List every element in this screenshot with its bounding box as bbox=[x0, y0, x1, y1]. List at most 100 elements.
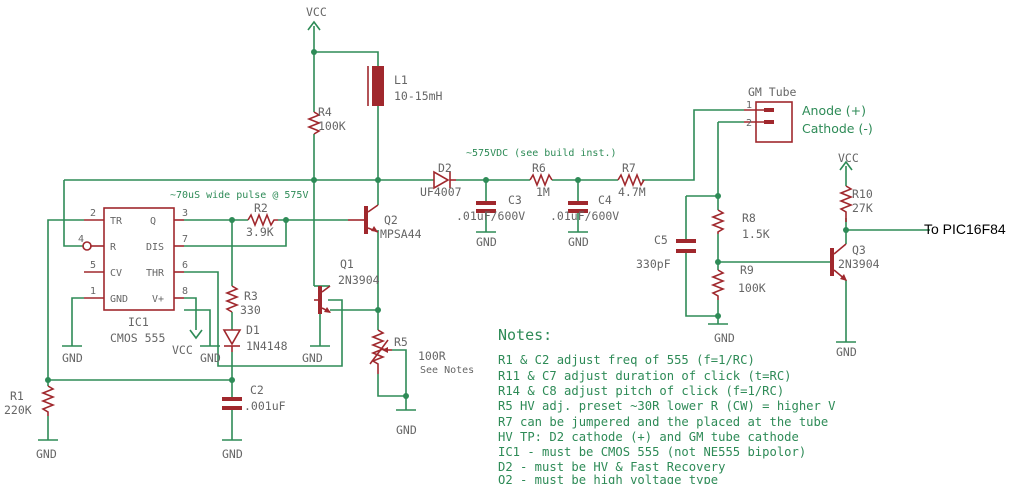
q2-ref: Q2 bbox=[384, 213, 398, 227]
r6-resistor bbox=[529, 172, 553, 188]
r7-value: 4.7M bbox=[618, 185, 646, 199]
r4-ref: R4 bbox=[318, 105, 332, 119]
ic1-pin3-num: 3 bbox=[182, 208, 188, 219]
r3-resistor bbox=[224, 285, 240, 313]
ic1-pin1-num: 1 bbox=[90, 286, 96, 297]
gnd-label-r1: GND bbox=[36, 447, 57, 461]
gm-tube-connector bbox=[744, 101, 793, 143]
q1-value: 2N3904 bbox=[338, 273, 380, 287]
r1-value: 220K bbox=[4, 403, 32, 417]
r8-resistor bbox=[710, 209, 726, 234]
note-line: Q2 - must be high voltage type bbox=[498, 473, 718, 484]
r9-value: 100K bbox=[738, 281, 766, 295]
vcc-ic-label: VCC bbox=[172, 343, 193, 357]
r10-value: 27K bbox=[852, 201, 873, 215]
gnd-label-r5: GND bbox=[396, 423, 417, 437]
note-line: R5 HV adj. preset ~30R lower R (CW) = hi… bbox=[498, 399, 836, 413]
r9-resistor bbox=[710, 269, 726, 300]
ic1-pin4-num: 4 bbox=[78, 234, 84, 245]
c5-capacitor bbox=[676, 239, 696, 253]
r6-value: 1M bbox=[536, 185, 550, 199]
wires bbox=[47, 26, 930, 440]
r7-ref: R7 bbox=[622, 161, 636, 175]
vcc-top-label: VCC bbox=[306, 5, 327, 19]
vcc-arrow-icon bbox=[307, 20, 321, 31]
gnd-label-c2: GND bbox=[222, 447, 243, 461]
c3-ref: C3 bbox=[508, 193, 522, 207]
gnd-label-c4: GND bbox=[568, 235, 589, 249]
c3-value: .01uF/600V bbox=[456, 209, 525, 223]
r9-ref: R9 bbox=[740, 263, 754, 277]
l1-value: 10-15mH bbox=[394, 89, 443, 103]
notes-title: Notes: bbox=[498, 326, 552, 344]
q3-transistor bbox=[830, 243, 847, 281]
r1-resistor bbox=[40, 385, 56, 416]
gm-pin2: 2 bbox=[746, 118, 752, 129]
ic1-pin-tr: TR bbox=[110, 216, 123, 227]
junctions bbox=[45, 49, 849, 399]
r1-ref: R1 bbox=[10, 389, 24, 403]
pulse-annotation: ~70uS wide pulse @ 575V bbox=[170, 190, 308, 201]
vcc-down-arrow-icon bbox=[189, 329, 203, 340]
d2-value: UF4007 bbox=[420, 185, 462, 199]
note-line: D2 - must be HV & Fast Recovery bbox=[498, 460, 725, 474]
note-line: R14 & C8 adjust pitch of click (f=1/RC) bbox=[498, 384, 784, 398]
c4-value: .01uF/600V bbox=[550, 209, 619, 223]
r5-extra: See Notes bbox=[420, 365, 474, 376]
gnd-label-c3: GND bbox=[476, 235, 497, 249]
gnd-label-q1: GND bbox=[302, 351, 323, 365]
ic1-pin-cv: CV bbox=[110, 268, 122, 279]
c2-ref: C2 bbox=[250, 383, 264, 397]
l1-ref: L1 bbox=[394, 73, 408, 87]
ic1-pin-q: Q bbox=[150, 216, 156, 227]
gnd-label-q3: GND bbox=[836, 345, 857, 359]
c5-value: 330pF bbox=[636, 257, 671, 271]
ic1-pin7-num: 7 bbox=[182, 234, 188, 245]
note-line: R11 & C7 adjust duration of click (t=RC) bbox=[498, 369, 792, 383]
vcc-right-arrow-icon bbox=[839, 160, 853, 171]
d1-diode bbox=[222, 329, 242, 352]
c3-capacitor bbox=[476, 201, 496, 213]
r8-ref: R8 bbox=[742, 211, 756, 225]
c2-capacitor bbox=[222, 397, 242, 410]
ic1-pin-dis: DIS bbox=[146, 242, 164, 253]
c4-ref: C4 bbox=[598, 193, 612, 207]
gm-ref: GM Tube bbox=[748, 85, 797, 99]
gnd-label-ic-vplus: GND bbox=[200, 351, 221, 365]
r4-resistor bbox=[306, 111, 322, 135]
gnd-symbols bbox=[38, 231, 856, 441]
r10-ref: R10 bbox=[852, 187, 873, 201]
r3-value: 330 bbox=[240, 303, 261, 317]
d2-diode bbox=[433, 170, 456, 190]
ic1-pin-vplus: V+ bbox=[152, 294, 164, 305]
hv-annotation: ~575VDC (see build inst.) bbox=[466, 148, 617, 159]
q2-value: MPSA44 bbox=[380, 227, 422, 241]
gm-anode-label: Anode (+) bbox=[802, 103, 866, 118]
gnd-label-r9: GND bbox=[714, 331, 735, 345]
notes-block: Notes: R1 & C2 adjust freq of 555 (f=1/R… bbox=[498, 326, 836, 484]
r5-preset bbox=[369, 329, 392, 374]
ic1-pin8-num: 8 bbox=[182, 286, 188, 297]
c4-capacitor bbox=[568, 201, 588, 213]
vcc-right-label: VCC bbox=[838, 151, 859, 165]
r7-resistor bbox=[617, 172, 645, 188]
l1-inductor bbox=[367, 66, 384, 106]
ic1-value: CMOS 555 bbox=[110, 331, 165, 345]
gm-pin1: 1 bbox=[746, 100, 752, 111]
r2-resistor bbox=[247, 212, 278, 228]
ic1-pin-gnd: GND bbox=[110, 294, 128, 305]
r5-value: 100R bbox=[418, 349, 446, 363]
note-line: HV TP: D2 cathode (+) and GM tube cathod… bbox=[498, 430, 799, 444]
d1-value: 1N4148 bbox=[246, 339, 288, 353]
r4-value: 100K bbox=[318, 119, 346, 133]
q1-transistor bbox=[314, 285, 331, 314]
r2-value: 3.9K bbox=[246, 225, 274, 239]
ic1-pin2-num: 2 bbox=[90, 208, 96, 219]
q3-value: 2N3904 bbox=[838, 257, 880, 271]
ic1-555 bbox=[82, 207, 184, 311]
c2-value: .001uF bbox=[244, 399, 286, 413]
c5-ref: C5 bbox=[654, 233, 668, 247]
d1-ref: D1 bbox=[246, 323, 260, 337]
ic1-pin6-num: 6 bbox=[182, 260, 188, 271]
